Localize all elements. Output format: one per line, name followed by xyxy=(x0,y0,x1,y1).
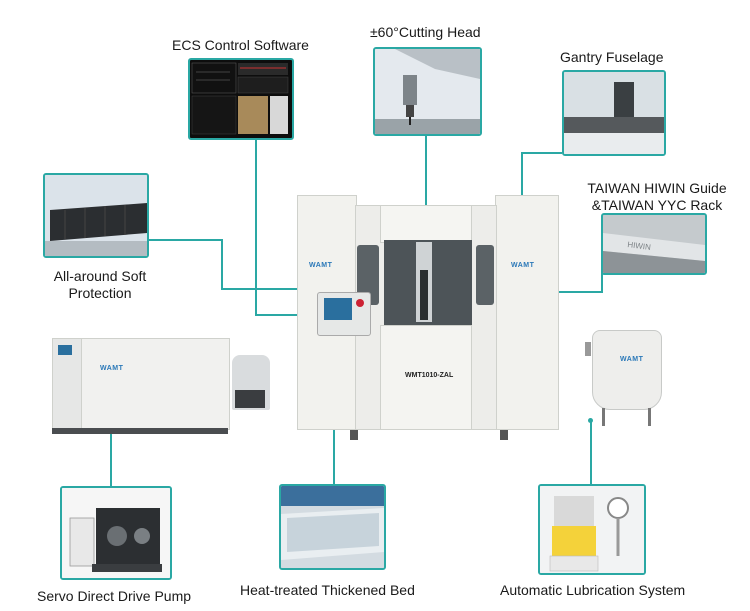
label-gantry-fuselage: Gantry Fuselage xyxy=(560,49,664,65)
connector-bed xyxy=(333,400,335,485)
thumb-servo-pump-image xyxy=(60,486,172,580)
label-guide-line2: &TAIWAN YYC Rack xyxy=(591,197,723,213)
emergency-stop-icon xyxy=(356,299,364,307)
machine-bed-front xyxy=(380,325,472,430)
label-servo-pump: Servo Direct Drive Pump xyxy=(37,588,192,604)
tank-leg-left xyxy=(602,408,605,426)
connector-pump xyxy=(110,427,112,487)
thumb-guide-rack-image: HIWIN xyxy=(601,213,707,275)
label-lubrication-system: Automatic Lubrication System xyxy=(500,582,686,598)
label-guide-line1: TAIWAN HIWIN Guide xyxy=(587,180,727,196)
thumb-lubrication-image xyxy=(538,484,646,575)
tank-leg-right xyxy=(648,408,651,426)
guide-rack-graphic: HIWIN xyxy=(603,215,705,273)
right-window xyxy=(476,245,494,305)
machine-brand-left: WAMT xyxy=(309,262,333,269)
label-soft-protection-line2: Protection xyxy=(68,285,132,301)
label-soft-protection: All-around Soft Protection xyxy=(35,268,165,302)
machine-leg-left xyxy=(350,430,358,440)
thickened-bed-graphic xyxy=(281,486,384,568)
pump-base xyxy=(52,428,228,434)
label-guide-rack: TAIWAN HIWIN Guide &TAIWAN YYC Rack xyxy=(582,180,732,214)
pump-motor xyxy=(235,390,265,408)
tank-brand-label: WAMT xyxy=(620,356,644,363)
soft-protection-graphic xyxy=(45,175,147,256)
thumb-thickened-bed-image xyxy=(279,484,386,570)
cutting-head-body xyxy=(420,270,428,320)
connector-lubrication-dot xyxy=(588,418,593,423)
label-soft-protection-line1: All-around Soft xyxy=(53,268,147,284)
connector-ecs-horizontal xyxy=(255,314,335,316)
connector-soft-horizontal xyxy=(149,239,221,241)
tank-body xyxy=(592,330,662,410)
machine-brand-right: WAMT xyxy=(511,262,535,269)
left-window xyxy=(357,245,379,305)
svg-text:HIWIN: HIWIN xyxy=(627,240,652,252)
software-screen-graphic xyxy=(191,62,289,135)
connector-soft-vertical xyxy=(221,239,223,289)
pump-control-box xyxy=(52,338,82,430)
pump-display xyxy=(58,345,72,355)
tank-valve xyxy=(585,342,591,356)
control-panel xyxy=(317,292,371,336)
connector-lubrication xyxy=(590,420,592,485)
connector-guide-vertical xyxy=(601,248,603,293)
connector-ecs-vertical xyxy=(255,140,257,315)
connector-soft-horizontal-2 xyxy=(221,288,301,290)
machine-model-label: WMT1010-ZAL xyxy=(405,372,454,379)
connector-gantry-horizontal xyxy=(521,152,562,154)
thumb-ecs-software-image xyxy=(188,58,294,140)
thumb-soft-protection-image xyxy=(43,173,149,258)
gantry-graphic xyxy=(564,72,664,154)
machine-leg-right xyxy=(500,430,508,440)
label-cutting-head: ±60°Cutting Head xyxy=(370,24,481,40)
label-ecs-control-software: ECS Control Software xyxy=(172,37,309,53)
machine-right-panel xyxy=(495,195,559,430)
thumb-cutting-head-image xyxy=(373,47,482,136)
servo-pump-graphic xyxy=(62,488,170,578)
cutting-head-graphic xyxy=(375,49,480,134)
lubrication-graphic xyxy=(540,486,644,573)
control-panel-screen xyxy=(324,298,352,320)
pump-brand-label: WAMT xyxy=(100,365,124,372)
thumb-gantry-image xyxy=(562,70,666,156)
label-thickened-bed: Heat-treated Thickened Bed xyxy=(240,582,415,598)
machine-top-header xyxy=(380,205,472,243)
